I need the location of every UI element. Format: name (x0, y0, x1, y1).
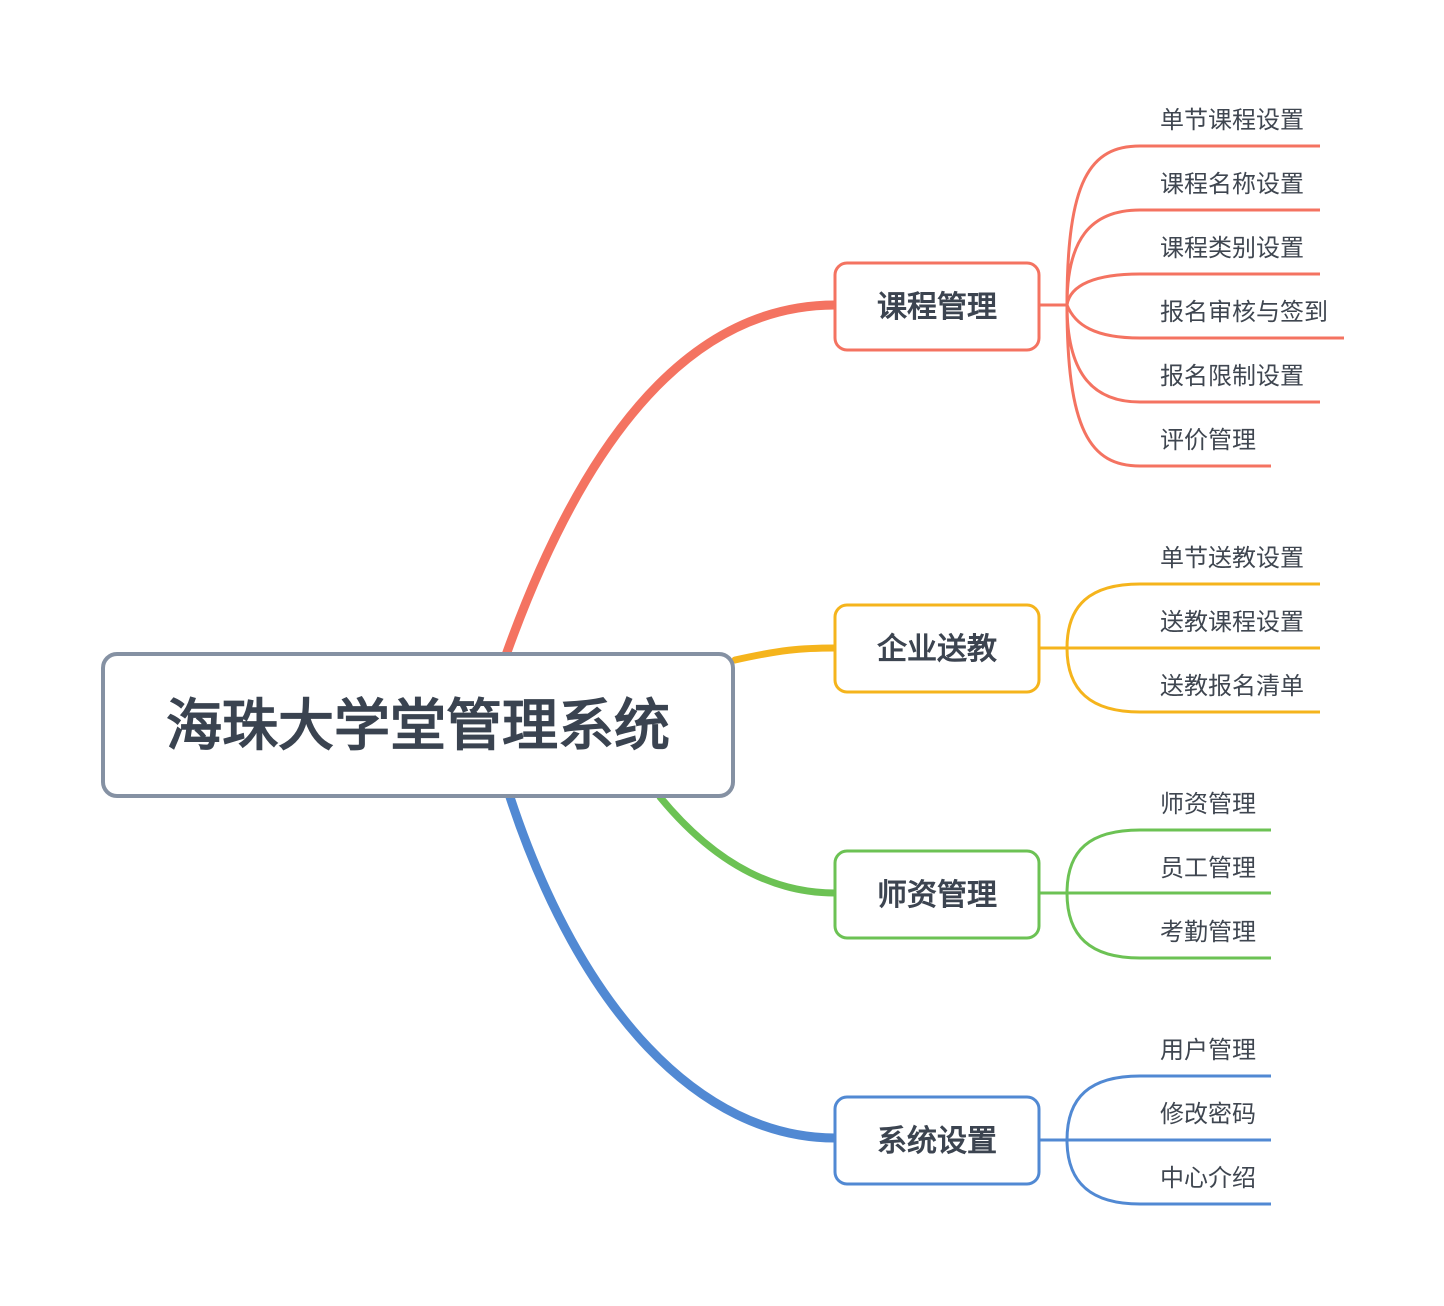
leaf-staff-management[interactable]: 员工管理 (1160, 854, 1256, 882)
leaf-training-course-settings[interactable]: 送教课程设置 (1160, 608, 1304, 636)
branch-label: 企业送教 (877, 632, 997, 667)
leaf-group-course: 单节课程设置 课程名称设置 课程类别设置 报名审核与签到 报名限制设置 评价管理 (1040, 106, 1344, 468)
leaf-faculty-management[interactable]: 师资管理 (1160, 790, 1256, 818)
branch-system-settings[interactable]: 系统设置 (833, 1095, 1041, 1186)
leaf-course-category-settings[interactable]: 课程类别设置 (1160, 234, 1304, 262)
branch-faculty-management[interactable]: 师资管理 (833, 849, 1041, 940)
trunk-connector-4 (505, 792, 840, 1143)
leaf-single-training-settings[interactable]: 单节送教设置 (1160, 544, 1304, 572)
leaf-change-password[interactable]: 修改密码 (1160, 1100, 1256, 1128)
leaf-evaluation-management[interactable]: 评价管理 (1160, 426, 1256, 454)
leaf-group-system: 用户管理 修改密码 中心介绍 (1040, 1036, 1271, 1206)
leaf-attendance-management[interactable]: 考勤管理 (1160, 918, 1256, 946)
leaf-connector (1065, 647, 1320, 714)
leaf-connector (1065, 208, 1320, 306)
leaf-connector (1065, 1139, 1271, 1206)
leaf-connector (1065, 582, 1320, 649)
leaf-group-faculty: 师资管理 员工管理 考勤管理 (1040, 790, 1271, 960)
leaf-connector (1065, 304, 1344, 340)
leaf-connector (1065, 144, 1320, 306)
leaf-enrollment-limit-settings[interactable]: 报名限制设置 (1160, 362, 1304, 390)
leaf-connector (1065, 892, 1271, 960)
leaf-center-introduction[interactable]: 中心介绍 (1160, 1164, 1256, 1192)
branch-course-management[interactable]: 课程管理 (833, 261, 1041, 352)
leaf-training-enrollment-list[interactable]: 送教报名清单 (1160, 672, 1304, 700)
leaf-group-enterprise: 单节送教设置 送教课程设置 送教报名清单 (1040, 544, 1320, 714)
leaf-user-management[interactable]: 用户管理 (1160, 1036, 1256, 1064)
trunk-connector-1 (501, 300, 840, 660)
leaf-enrollment-review-checkin[interactable]: 报名审核与签到 (1160, 298, 1328, 326)
trunk-connector-2 (731, 644, 839, 664)
leaf-course-name-settings[interactable]: 课程名称设置 (1160, 170, 1304, 198)
leaf-single-course-settings[interactable]: 单节课程设置 (1160, 106, 1304, 134)
trunk-connector-3 (656, 793, 839, 897)
branch-label: 课程管理 (877, 290, 997, 325)
leaf-connector (1065, 828, 1271, 894)
branch-enterprise-training[interactable]: 企业送教 (833, 603, 1041, 694)
branch-label: 师资管理 (877, 878, 997, 913)
leaf-connector (1065, 1074, 1271, 1141)
root-title: 海珠大学堂管理系统 (166, 694, 670, 759)
leaf-connector (1065, 272, 1320, 306)
root-node[interactable]: 海珠大学堂管理系统 (101, 652, 735, 798)
leaf-connector (1065, 304, 1271, 468)
branch-label: 系统设置 (877, 1124, 997, 1159)
